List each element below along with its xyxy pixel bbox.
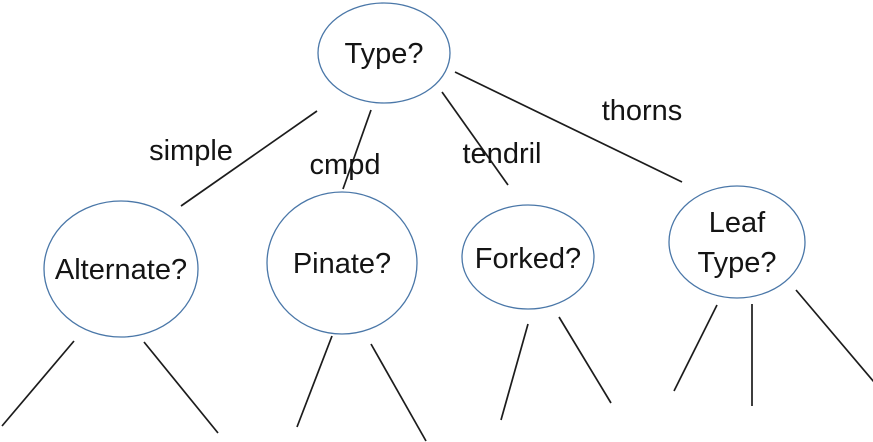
stub-line-alternate-right xyxy=(143,341,219,434)
node-forked-ellipse[interactable] xyxy=(461,204,595,310)
node-pinate-ellipse[interactable] xyxy=(266,191,418,335)
node-leaf-type-label-line1: Leaf xyxy=(709,207,766,239)
node-forked-label: Forked? xyxy=(475,243,581,275)
stub-line-alternate-left xyxy=(1,340,75,427)
edge-type-leaf-type xyxy=(454,71,683,183)
node-type-ellipse[interactable] xyxy=(317,2,451,104)
stub-line-pinate-right xyxy=(370,343,427,442)
node-leaf-type-ellipse[interactable] xyxy=(668,185,806,299)
node-pinate-label: Pinate? xyxy=(293,248,391,280)
edge-type-alternate xyxy=(180,110,318,207)
edge-label-simple: simple xyxy=(149,135,233,167)
node-type-label: Type? xyxy=(345,38,424,70)
node-type[interactable]: Type? xyxy=(317,2,451,104)
node-forked[interactable]: Forked? xyxy=(461,204,595,310)
node-alternate-ellipse[interactable] xyxy=(43,200,199,338)
node-alternate[interactable]: Alternate? xyxy=(43,200,199,338)
node-leaf-type-label-line2: Type? xyxy=(698,247,777,279)
edge-label-cmpd: cmpd xyxy=(310,149,381,181)
node-alternate-label: Alternate? xyxy=(55,254,187,286)
node-pinate[interactable]: Pinate? xyxy=(266,191,418,335)
stub-line-leaf-right xyxy=(795,289,873,383)
edge-labels: simple cmpd tendril thorns xyxy=(149,95,682,181)
edge-label-tendril: tendril xyxy=(463,138,542,170)
node-leaf-type[interactable]: Leaf Type? xyxy=(668,185,806,299)
edge-type-forked xyxy=(441,91,509,186)
stub-line-pinate-left xyxy=(296,335,333,428)
stub-lines xyxy=(1,289,873,442)
edge-label-thorns: thorns xyxy=(602,95,683,127)
edge-type-pinate xyxy=(342,109,372,190)
stub-line-forked-right xyxy=(558,316,612,404)
stub-line-leaf-left xyxy=(673,304,718,392)
tree-edges xyxy=(180,71,683,207)
stub-line-forked-left xyxy=(500,323,529,421)
